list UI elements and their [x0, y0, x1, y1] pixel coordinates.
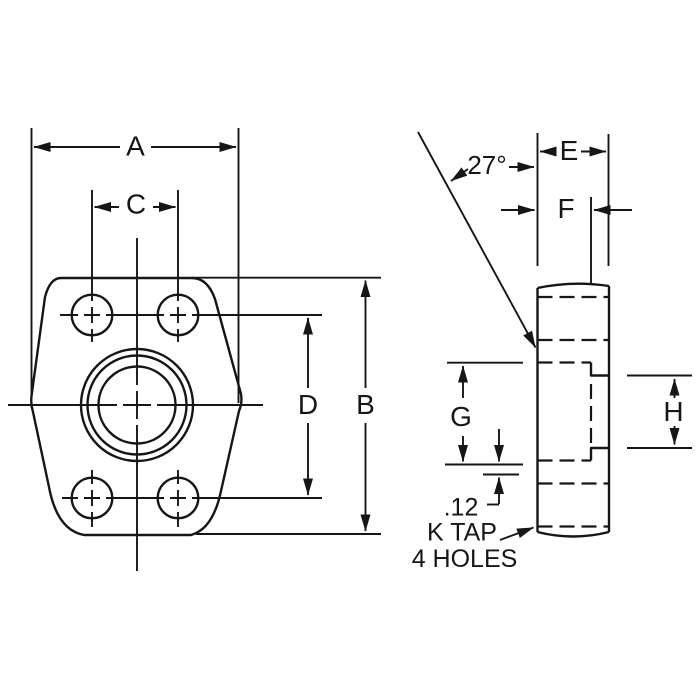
dimension-angle-27: 27°: [417, 131, 537, 348]
dimension-a-extension-lines: [30, 128, 240, 403]
flare-angle-line: [417, 131, 537, 348]
tap-note-line2: 4 HOLES: [412, 545, 518, 573]
hidden-bolt-hole-lines: [537, 295, 609, 528]
dim-label-d: D: [298, 389, 318, 420]
dim-label-c: C: [126, 189, 146, 220]
front-view: A C D B: [8, 128, 381, 571]
offset-dim-label: .12: [444, 494, 479, 522]
dimension-e-extension-lines: [536, 133, 610, 266]
dimension-offset-12: .12: [444, 429, 519, 522]
tap-note-line1: K TAP: [427, 519, 497, 547]
bolt-holes-top-vertical-centerlines: [91, 190, 179, 342]
flare-angle-label: 27°: [467, 150, 506, 180]
dim-label-b: B: [356, 389, 375, 420]
pilot-step-edges: [589, 362, 609, 461]
dim-label-g: G: [450, 401, 472, 432]
dim-label-f: F: [557, 193, 574, 224]
bolt-holes-bottom-vertical-centerlines: [91, 470, 179, 527]
dimension-a: A: [30, 128, 240, 403]
side-profile-outline: [536, 282, 611, 538]
dimension-e: E: [536, 133, 610, 266]
dimension-d: D: [298, 317, 318, 496]
dimension-b: B: [192, 276, 381, 535]
side-view: E F 27° G .12: [412, 131, 692, 573]
dim-label-h: H: [663, 396, 683, 427]
dimension-b-extension-lines: [192, 276, 381, 535]
dimension-c: C: [94, 189, 176, 220]
dimension-h-extension-lines: [627, 374, 692, 449]
dim-label-e: E: [560, 135, 579, 166]
dim-label-a: A: [126, 131, 145, 162]
hidden-port-lines: [537, 361, 591, 462]
dimension-h: H: [627, 374, 692, 449]
note-k-tap: K TAP 4 HOLES: [412, 519, 534, 573]
dimension-f: F: [501, 193, 632, 284]
tap-note-leader: [499, 526, 534, 541]
dimension-g: G: [445, 361, 523, 466]
dimension-g-extension-lines: [445, 361, 523, 466]
flare-angle-leader-left: [450, 167, 469, 182]
